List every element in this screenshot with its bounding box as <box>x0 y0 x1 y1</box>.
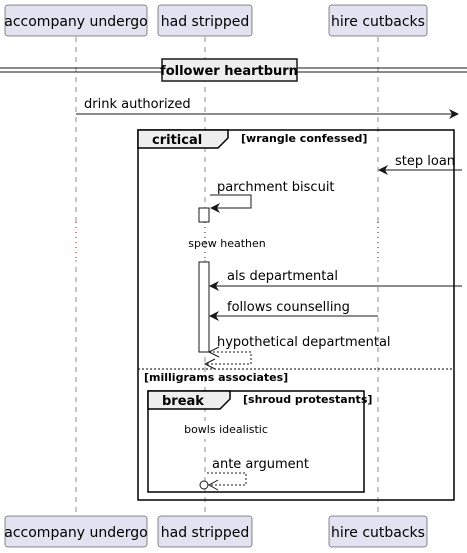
participant-accompany-undergo-top: accompany undergo <box>4 4 148 37</box>
message-label: drink authorized <box>84 97 191 112</box>
delay-label: bowls idealistic <box>184 423 268 436</box>
activation-bar <box>198 261 210 353</box>
divider-label: follower heartburn <box>160 64 298 79</box>
group-break-label: break <box>162 394 204 409</box>
message-als-departmental: als departmental <box>209 269 462 291</box>
message-label: step loan <box>395 154 455 169</box>
participant-had-stripped-bottom: had stripped <box>157 515 253 548</box>
participant-had-stripped-top: had stripped <box>157 4 253 37</box>
message-label: parchment biscuit <box>217 180 335 195</box>
message-label: follows counselling <box>227 300 350 315</box>
participant-hire-cutbacks-top: hire cutbacks <box>328 4 428 37</box>
participant-label: had stripped <box>161 525 250 541</box>
participant-label: had stripped <box>161 14 250 30</box>
message-label: als departmental <box>227 269 338 284</box>
participant-label: hire cutbacks <box>331 525 425 541</box>
delay-label: spew heathen <box>188 237 266 250</box>
activation-bar <box>198 207 210 223</box>
message-label: ante argument <box>212 457 309 472</box>
message-hypothetical-departmental: hypothetical departmental <box>203 335 391 370</box>
message-label: hypothetical departmental <box>217 335 391 350</box>
participant-label: hire cutbacks <box>331 14 425 30</box>
group-break-guard: [shroud protestants] <box>243 393 372 406</box>
group-critical-else-guard: [milligrams associates] <box>144 371 288 384</box>
participant-accompany-undergo-bottom: accompany undergo <box>4 515 148 548</box>
group-critical: critical [wrangle confessed] [milligrams… <box>137 129 455 501</box>
group-critical-label: critical <box>152 133 202 148</box>
group-critical-guard: [wrangle confessed] <box>241 132 367 145</box>
participant-label: accompany undergo <box>4 14 147 30</box>
message-follows-counselling: follows counselling <box>209 300 378 321</box>
message-drink-authorized: drink authorized <box>76 97 459 119</box>
participant-hire-cutbacks-bottom: hire cutbacks <box>328 515 428 548</box>
message-parchment-biscuit: parchment biscuit <box>210 180 335 213</box>
group-break: break [shroud protestants] <box>147 390 372 493</box>
endpoint-circle-icon <box>199 480 209 490</box>
divider: follower heartburn <box>0 58 467 82</box>
message-step-loan: step loan <box>378 154 462 175</box>
participant-label: accompany undergo <box>4 525 147 541</box>
message-ante-argument: ante argument <box>199 457 309 491</box>
